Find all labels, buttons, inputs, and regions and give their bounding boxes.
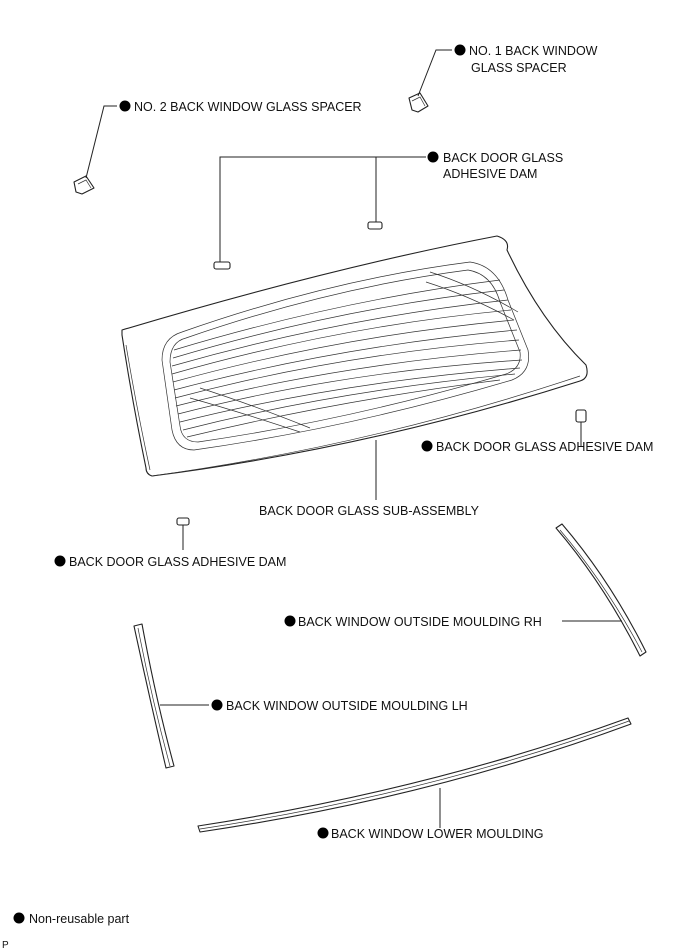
moulding-rh-part	[555, 523, 647, 657]
defogger-grid-lines	[171, 279, 523, 438]
non-reusable-marker	[54, 555, 66, 567]
legend-text: Non-reusable part	[29, 912, 130, 926]
glass-label: BACK DOOR GLASS SUB-ASSEMBLY	[259, 504, 480, 518]
moulding-lh-part	[133, 623, 175, 769]
legend-non-reusable-marker	[13, 912, 25, 924]
spacer-1-label-line-1: NO. 1 BACK WINDOW	[469, 44, 598, 58]
moulding-rh-label: BACK WINDOW OUTSIDE MOULDING RH	[298, 615, 542, 629]
spacer-2-part	[73, 175, 95, 195]
non-reusable-marker	[211, 699, 223, 711]
non-reusable-marker	[284, 615, 296, 627]
spacer-2-leader	[85, 105, 117, 179]
dam-left-label: BACK DOOR GLASS ADHESIVE DAM	[69, 555, 286, 569]
dam-top-leader	[219, 156, 426, 262]
spacer-2-label: NO. 2 BACK WINDOW GLASS SPACER	[134, 100, 362, 114]
dam-top-label-line-2: ADHESIVE DAM	[443, 167, 537, 181]
adhesive-dam-top-right	[367, 221, 383, 230]
non-reusable-marker	[427, 151, 439, 163]
moulding-lower-label: BACK WINDOW LOWER MOULDING	[331, 827, 544, 841]
dam-top-label-line-1: BACK DOOR GLASS	[443, 151, 563, 165]
back-door-glass	[121, 235, 588, 477]
non-reusable-marker	[454, 44, 466, 56]
non-reusable-marker	[317, 827, 329, 839]
non-reusable-marker	[421, 440, 433, 452]
corner-code: P	[2, 940, 9, 951]
moulding-lower-part	[197, 717, 632, 833]
moulding-lh-label: BACK WINDOW OUTSIDE MOULDING LH	[226, 699, 468, 713]
spacer-1-leader	[417, 49, 452, 97]
adhesive-dam-top-left	[213, 261, 231, 270]
dam-right-label: BACK DOOR GLASS ADHESIVE DAM	[436, 440, 653, 454]
spacer-1-part	[408, 92, 429, 113]
adhesive-dam-right	[575, 409, 587, 423]
adhesive-dam-left	[176, 517, 190, 526]
spacer-1-label-line-2: GLASS SPACER	[471, 61, 567, 75]
non-reusable-marker	[119, 100, 131, 112]
